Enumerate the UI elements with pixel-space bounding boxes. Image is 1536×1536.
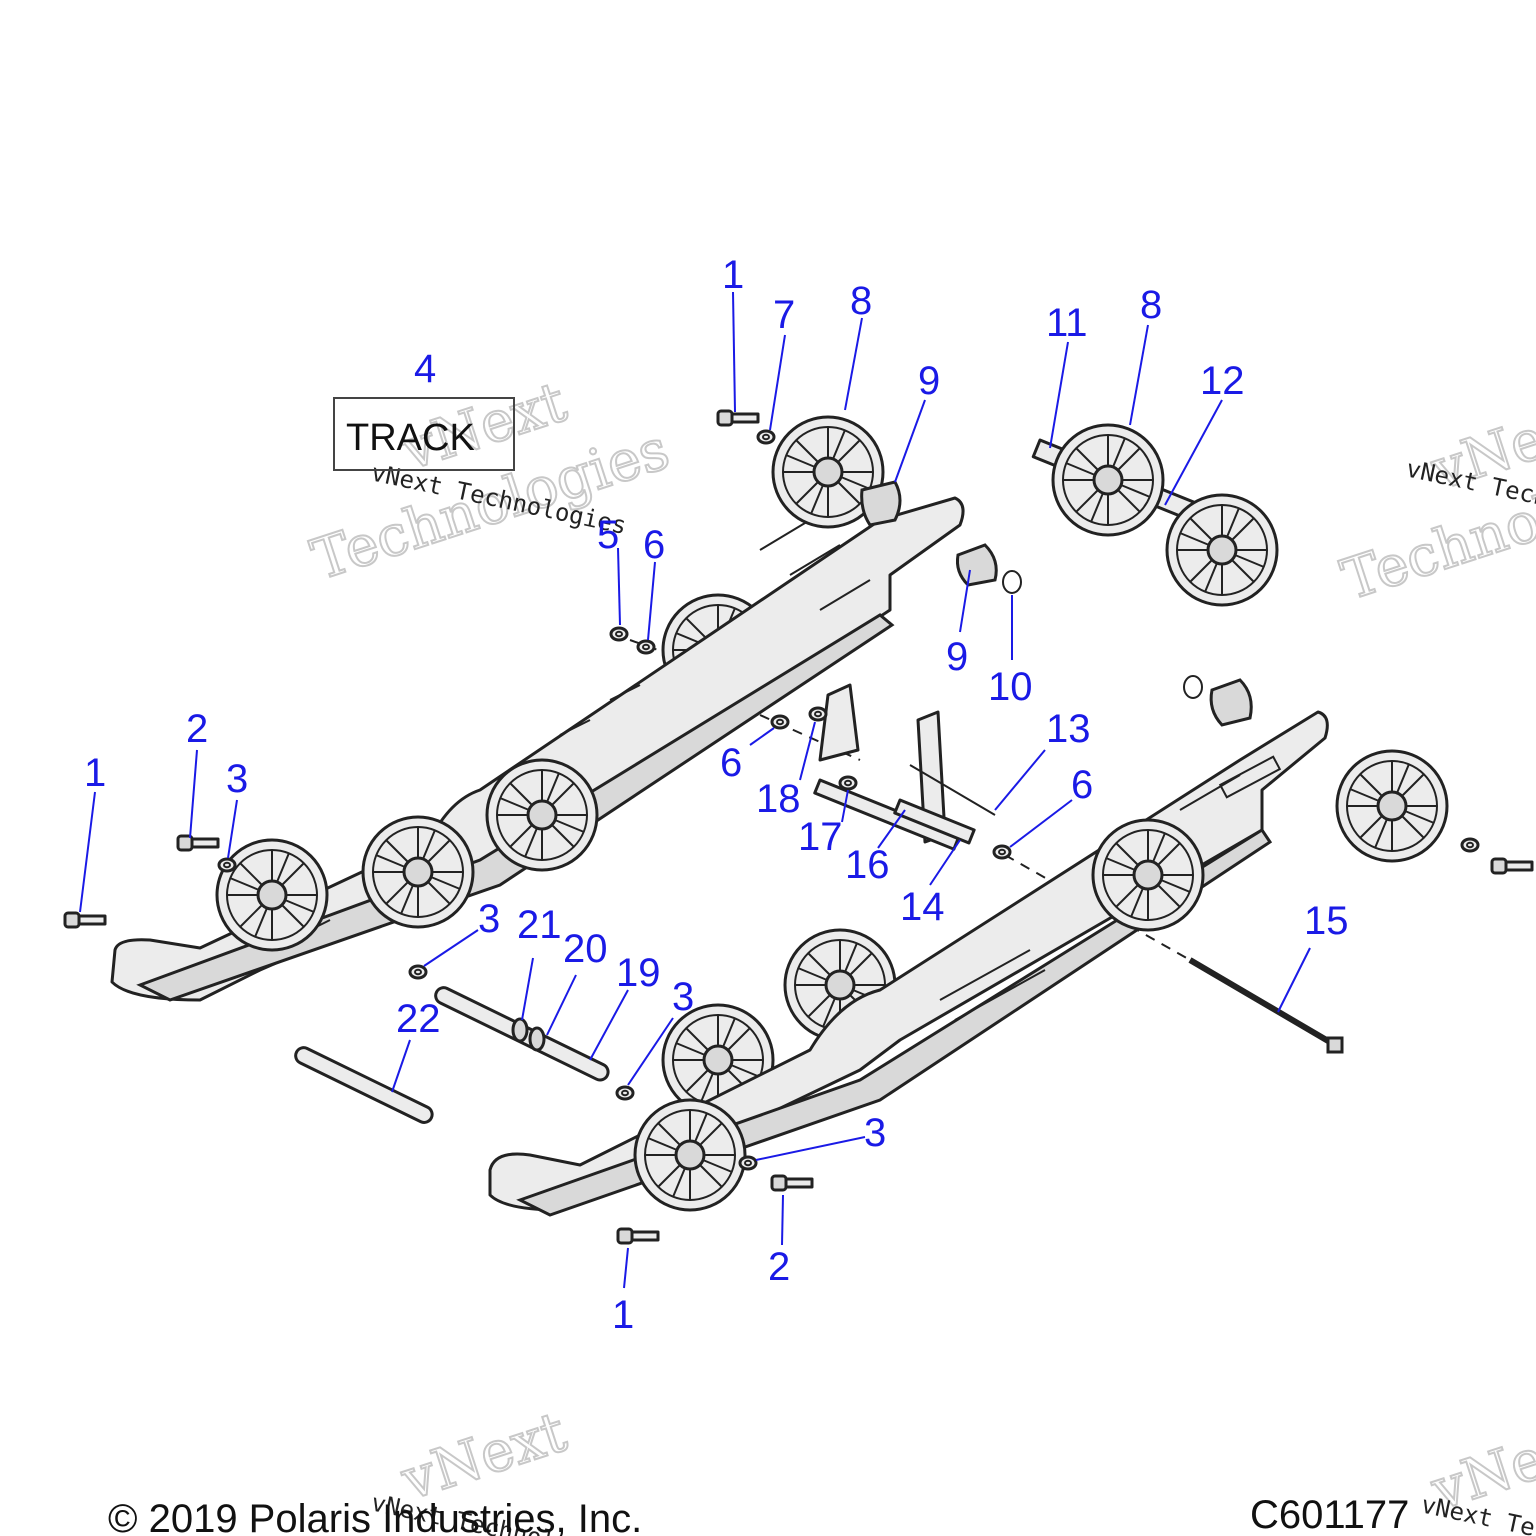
callout-19: 19 [616, 951, 661, 995]
callout-3: 3 [864, 1111, 886, 1155]
callout-17: 17 [798, 815, 843, 859]
callout-18: 18 [756, 777, 801, 821]
washer-icon [636, 639, 656, 655]
callout-14: 14 [900, 885, 945, 929]
rail-wheel-icon [1091, 818, 1205, 932]
idler-wheel-icon [1165, 493, 1279, 607]
rail-wheel-icon [215, 838, 329, 952]
copyright-text: © 2019 Polaris Industries, Inc. [108, 1497, 642, 1536]
washer-icon [770, 714, 790, 730]
bolt-icon [716, 409, 760, 427]
wheel-hub-right [1209, 678, 1253, 727]
washer-icon [1460, 837, 1480, 853]
washer-right-hub [1183, 675, 1203, 699]
washer-icon [217, 857, 237, 873]
callout-9: 9 [918, 359, 940, 403]
axle-wheel-assembly [1031, 423, 1279, 607]
callout-3: 3 [226, 757, 248, 801]
rail-wheel-icon [633, 1098, 747, 1212]
washer-10 [1002, 570, 1022, 594]
washer-icon [838, 775, 858, 791]
bolt-icon [770, 1174, 814, 1192]
callout-3: 3 [672, 975, 694, 1019]
callout-13: 13 [1046, 707, 1091, 751]
washer-icon [738, 1155, 758, 1171]
wheel-hub-9b [956, 543, 998, 587]
rail-wheel-icon [361, 815, 475, 929]
idler-wheel-icon [1335, 749, 1449, 863]
cross-shaft-16 [813, 778, 961, 851]
idler-wheel-icon [1051, 423, 1165, 537]
callout-5: 5 [597, 513, 619, 557]
bolt-icon [616, 1227, 660, 1245]
callout-4: 4 [414, 347, 436, 391]
callout-9: 9 [946, 635, 968, 679]
callout-21: 21 [517, 903, 562, 947]
bolt-icon [176, 834, 220, 852]
leader-lines [79, 291, 1311, 1289]
callout-10: 10 [988, 665, 1033, 709]
washer-icon [808, 706, 828, 722]
callout-2: 2 [186, 707, 208, 751]
bolt-icon [63, 911, 107, 929]
callout-8: 8 [850, 279, 872, 323]
long-bolt-15 [1188, 957, 1337, 1048]
callout-6: 6 [720, 741, 742, 785]
callout-11: 11 [1046, 301, 1088, 345]
right-rail-assembly [488, 710, 1329, 1217]
washer-icon [615, 1085, 635, 1101]
cross-shaft-14 [893, 798, 976, 845]
shock-spring [1218, 755, 1282, 799]
spacer-20 [528, 1026, 546, 1052]
callout-3: 3 [478, 897, 500, 941]
washer-icon [756, 429, 776, 445]
right-slide [516, 827, 1273, 1217]
left-rail [110, 496, 965, 1002]
washer-icon [609, 626, 629, 642]
callout-1: 1 [612, 1293, 634, 1337]
rod-13 [909, 764, 996, 816]
left-slide [136, 613, 895, 1002]
callout-8: 8 [1140, 283, 1162, 327]
callout-15: 15 [1304, 899, 1349, 943]
callout-7: 7 [773, 293, 795, 337]
long-bolt-head [1326, 1036, 1344, 1054]
washer-icon [992, 844, 1012, 860]
washer-icon [408, 964, 428, 980]
bolt-icon [1490, 857, 1534, 875]
callout-labels: 1 7 8 9 11 8 12 4 5 6 9 10 2 3 1 6 18 13… [84, 253, 1349, 1337]
spacer-21 [511, 1017, 529, 1043]
callout-2: 2 [768, 1245, 790, 1289]
rail-wheel-icon [485, 758, 599, 872]
callout-6: 6 [643, 523, 665, 567]
bracket-left [818, 683, 860, 762]
track-box [333, 397, 515, 471]
callout-16: 16 [845, 843, 890, 887]
center-bracket-assembly [813, 683, 996, 851]
callout-6: 6 [1071, 763, 1093, 807]
wheel-hub-9a [860, 480, 902, 527]
callout-22: 22 [396, 997, 441, 1041]
callout-1: 1 [722, 253, 744, 297]
left-rail-assembly [110, 496, 965, 1002]
left-rail-holes [299, 519, 871, 936]
callout-20: 20 [563, 927, 608, 971]
drawing-code: C601177 [1250, 1493, 1409, 1536]
track-label: TRACK [346, 417, 475, 459]
callout-1: 1 [84, 751, 106, 795]
shaft-22 [294, 1046, 434, 1124]
callout-12: 12 [1200, 359, 1245, 403]
